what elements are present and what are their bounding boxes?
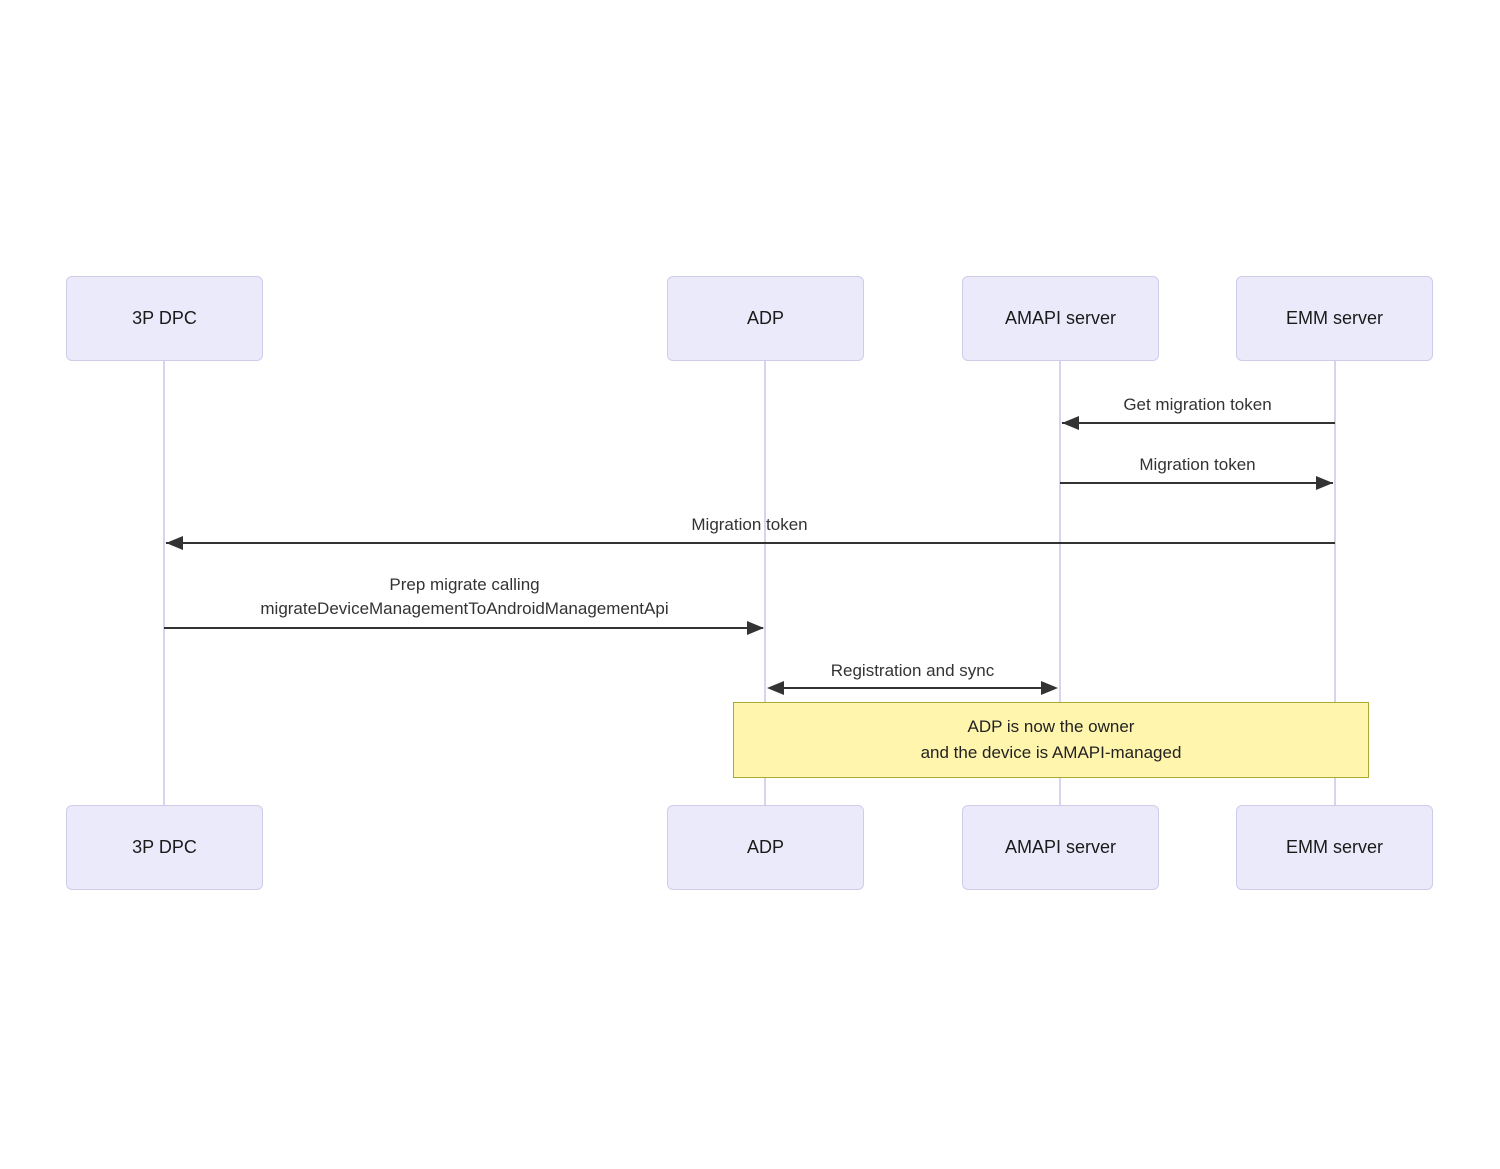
message-line-migration-token-to-emm [1060, 482, 1333, 484]
message-label-prep-migrate: Prep migrate calling migrateDeviceManage… [164, 573, 765, 621]
message-label-migration-token-to-dpc: Migration token [691, 515, 808, 534]
actor-amapi-server-top: AMAPI server [962, 276, 1159, 361]
actor-emm-server-bottom: EMM server [1236, 805, 1433, 890]
message-line-registration-and-sync [770, 687, 1055, 689]
note-line2: and the device is AMAPI-managed [920, 743, 1182, 762]
arrowhead-left-icon [1062, 416, 1079, 430]
actor-emm-server-top: EMM server [1236, 276, 1433, 361]
message-line-get-migration-token [1062, 422, 1335, 424]
actor-amapi-server-bottom: AMAPI server [962, 805, 1159, 890]
actor-adp-top: ADP [667, 276, 864, 361]
lifeline-3p-dpc [163, 361, 165, 805]
actor-3p-dpc-top: 3P DPC [66, 276, 263, 361]
note-adp-owner: ADP is now the owner and the device is A… [733, 702, 1369, 778]
arrowhead-right-icon [1041, 681, 1058, 695]
message-line-prep-migrate [164, 627, 763, 629]
actor-3p-dpc-bottom: 3P DPC [66, 805, 263, 890]
lifeline-emm-server [1334, 361, 1336, 805]
message-label-migration-token-to-emm: Migration token [1139, 455, 1256, 474]
message-label-line1: Prep migrate calling [389, 575, 540, 594]
arrowhead-left-icon [166, 536, 183, 550]
message-label-line2: migrateDeviceManagementToAndroidManageme… [260, 599, 669, 618]
arrowhead-right-icon [747, 621, 764, 635]
message-label-registration-and-sync: Registration and sync [830, 661, 995, 680]
message-label-get-migration-token: Get migration token [1123, 395, 1272, 414]
lifeline-adp [764, 361, 766, 805]
lifeline-amapi-server [1059, 361, 1061, 805]
actor-adp-bottom: ADP [667, 805, 864, 890]
message-line-migration-token-to-dpc [166, 542, 1335, 544]
arrowhead-right-icon [1316, 476, 1333, 490]
note-line1: ADP is now the owner [967, 717, 1135, 736]
arrowhead-left-icon [767, 681, 784, 695]
